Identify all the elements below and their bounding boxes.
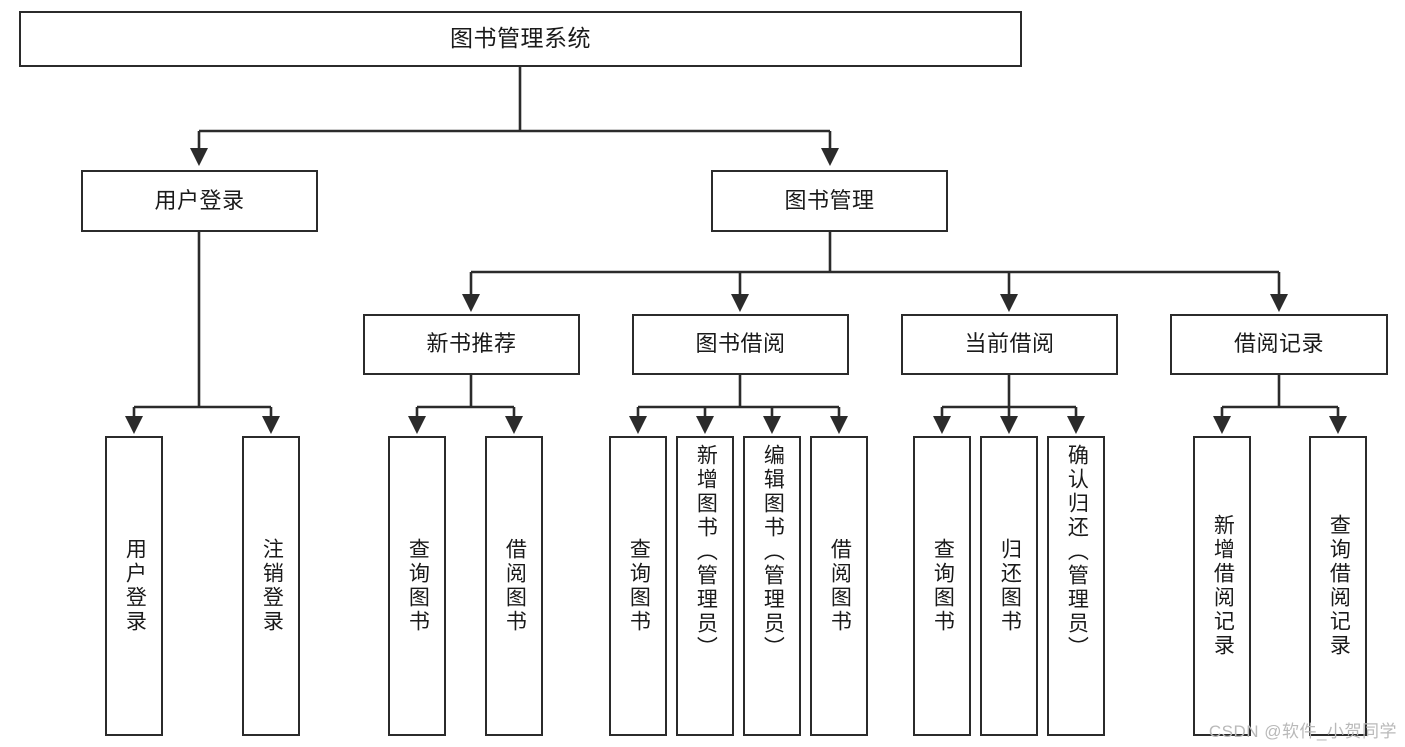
- leaf-edit-book-admin[interactable]: 编辑图书（管理员）: [743, 436, 801, 736]
- leaf-query-book-current[interactable]: 查询图书: [913, 436, 971, 736]
- node-label: 用户登录: [123, 538, 147, 634]
- node-book-manage[interactable]: 图书管理: [711, 170, 948, 232]
- node-label: 借阅图书: [503, 538, 527, 634]
- node-label: 归还图书: [998, 538, 1022, 634]
- node-user-login[interactable]: 用户登录: [81, 170, 318, 232]
- node-label: 查询借阅记录: [1327, 514, 1351, 658]
- node-label: 查询图书: [406, 538, 430, 634]
- node-label: 新增借阅记录: [1211, 514, 1235, 658]
- node-current-borrow[interactable]: 当前借阅: [901, 314, 1118, 375]
- node-label: 查询图书: [931, 538, 955, 634]
- node-label: 注销登录: [260, 538, 284, 634]
- node-label: 新书推荐: [426, 331, 517, 357]
- node-new-book-recommend[interactable]: 新书推荐: [363, 314, 580, 375]
- node-label: 图书管理: [784, 187, 875, 213]
- leaf-query-book-recommend[interactable]: 查询图书: [388, 436, 446, 736]
- leaf-borrow-book-recommend[interactable]: 借阅图书: [485, 436, 543, 736]
- node-label: 查询图书: [627, 538, 651, 634]
- leaf-borrow-book[interactable]: 借阅图书: [810, 436, 868, 736]
- node-label: 图书管理系统: [450, 25, 591, 52]
- node-label: 当前借阅: [964, 331, 1055, 357]
- leaf-logout[interactable]: 注销登录: [242, 436, 300, 736]
- node-book-borrow[interactable]: 图书借阅: [632, 314, 849, 375]
- node-label: 用户登录: [154, 187, 245, 213]
- node-label: 确认归还（管理员）: [1065, 444, 1089, 660]
- node-label: 图书借阅: [695, 331, 786, 357]
- leaf-user-login[interactable]: 用户登录: [105, 436, 163, 736]
- node-label: 新增图书（管理员）: [694, 444, 718, 660]
- leaf-add-book-admin[interactable]: 新增图书（管理员）: [676, 436, 734, 736]
- node-borrow-record[interactable]: 借阅记录: [1170, 314, 1388, 375]
- csdn-watermark: CSDN @软件_小贺同学: [1208, 722, 1397, 741]
- node-label: 编辑图书（管理员）: [761, 444, 785, 660]
- node-label: 借阅记录: [1233, 331, 1324, 357]
- leaf-confirm-return-admin[interactable]: 确认归还（管理员）: [1047, 436, 1105, 736]
- leaf-query-book-borrow[interactable]: 查询图书: [609, 436, 667, 736]
- leaf-return-book[interactable]: 归还图书: [980, 436, 1038, 736]
- node-label: 借阅图书: [828, 538, 852, 634]
- node-root-system[interactable]: 图书管理系统: [19, 11, 1022, 67]
- leaf-query-borrow-record[interactable]: 查询借阅记录: [1309, 436, 1367, 736]
- leaf-add-borrow-record[interactable]: 新增借阅记录: [1193, 436, 1251, 736]
